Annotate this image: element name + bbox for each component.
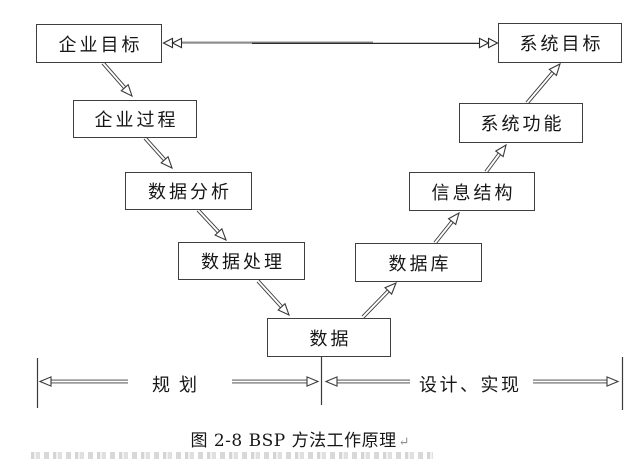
phase-label-planning: 规划 (152, 375, 206, 396)
node-system-goal: 系统目标 (498, 23, 622, 63)
node-enterprise-goal: 企业目标 (36, 24, 162, 63)
figure-caption: 图 2-8 BSP 方法工作原理↵ (190, 426, 409, 451)
node-data-processing: 数据处理 (178, 242, 305, 280)
node-data: 数据 (267, 318, 391, 357)
figure-caption-text: 图 2-8 BSP 方法工作原理 (190, 431, 397, 451)
node-database: 数据库 (355, 243, 482, 282)
phase-label-design-implement: 设计、实现 (419, 375, 522, 396)
next-line-text-fragment (31, 452, 433, 459)
node-enterprise-process: 企业过程 (73, 100, 197, 138)
node-data-analysis: 数据分析 (125, 172, 252, 210)
paragraph-mark-icon: ↵ (398, 435, 410, 450)
node-system-function: 系统功能 (459, 103, 583, 143)
node-info-structure: 信息结构 (409, 172, 535, 211)
